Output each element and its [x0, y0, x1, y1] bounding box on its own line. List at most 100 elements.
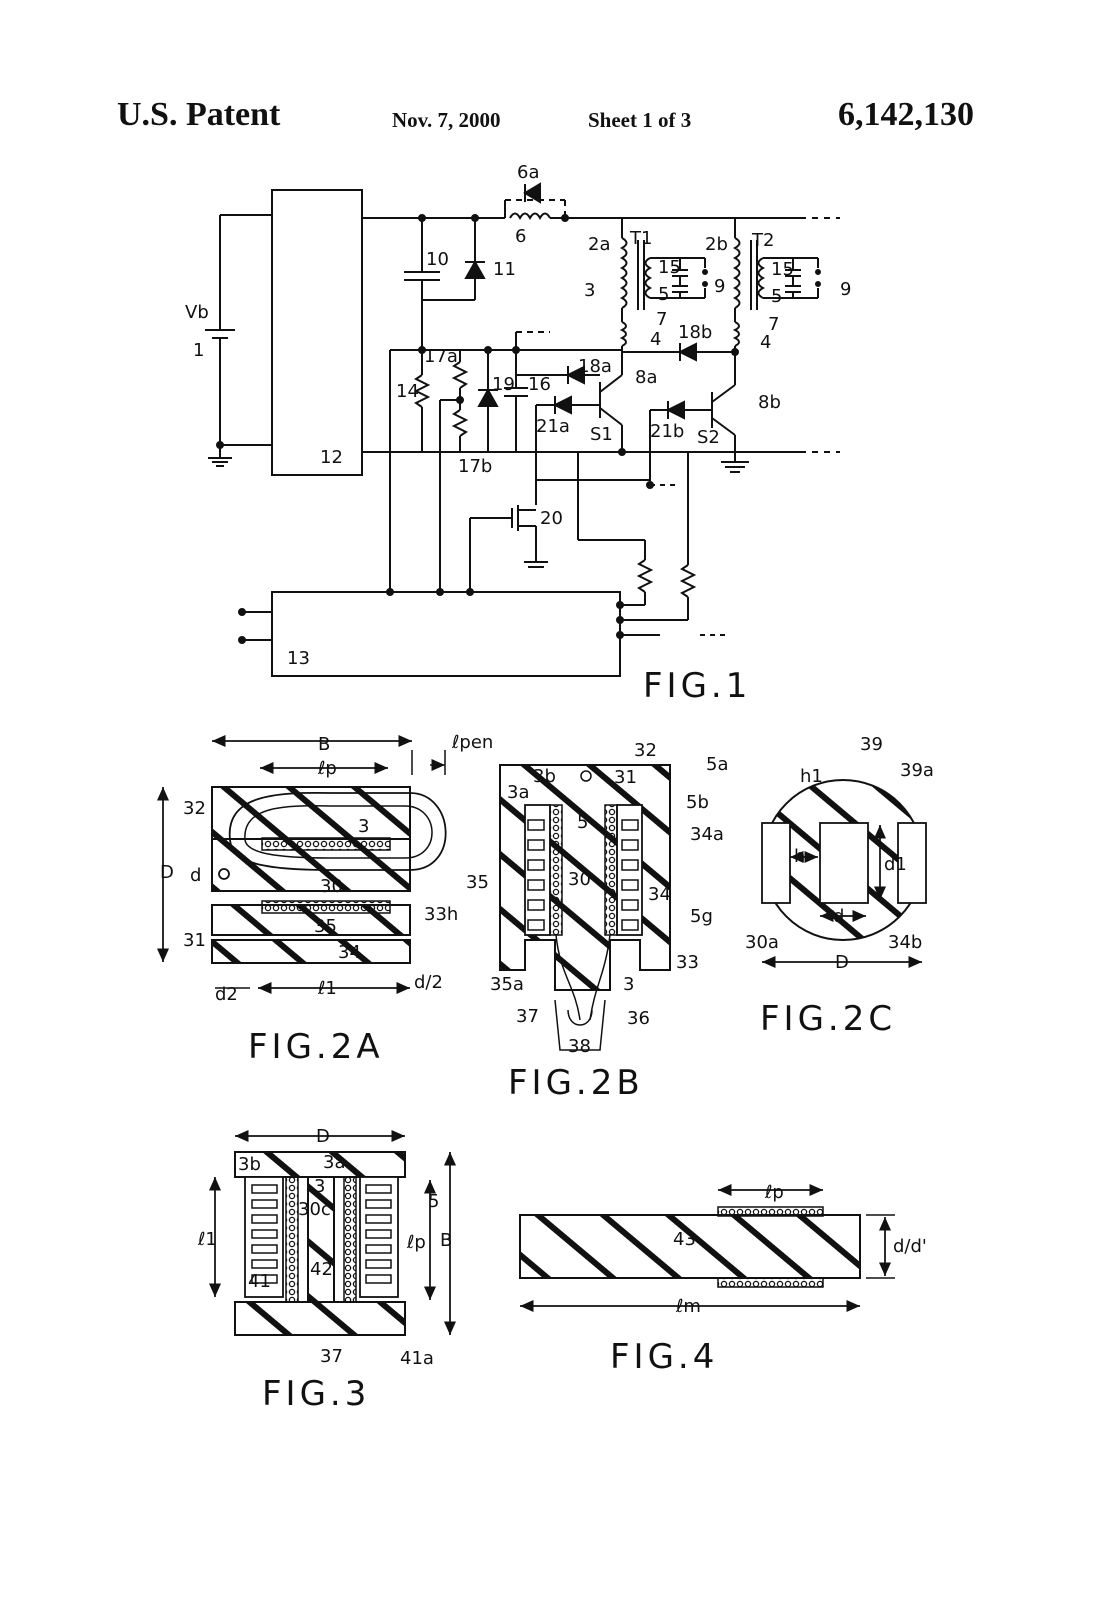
header-patent-label: U.S. Patent	[117, 96, 281, 133]
figure-4-labels: ℓp 43 d/d' ℓm FIG.4	[610, 1182, 927, 1377]
fig3-label-3b: 3b	[238, 1154, 261, 1175]
label-4-t1: 4	[650, 329, 661, 350]
fig3-label-3a: 3a	[323, 1152, 345, 1173]
figure-3-labels: D 3b 3a 3 5 ℓ1 30c ℓp B 42 41 37 41a FIG…	[197, 1126, 452, 1414]
fig2c-label-d-big: D	[835, 952, 849, 973]
label-5-t1: 5	[658, 284, 669, 305]
fig2a-caption: FIG.2A	[248, 1027, 384, 1067]
fig2b-label-5b: 5b	[686, 792, 709, 813]
header-patent-number: 6,142,130	[838, 96, 974, 133]
label-11: 11	[493, 259, 516, 280]
figure-1-labels: Vb 1 12 13 10 11 6 6a 2a T1 2b T2 3 15 1…	[185, 162, 851, 706]
fig3-label-41: 41	[248, 1271, 271, 1292]
fig2b-label-38: 38	[568, 1036, 591, 1057]
header-sheet: Sheet 1 of 3	[588, 108, 692, 132]
fig2c-label-d1: d1	[884, 854, 907, 875]
label-18b: 18b	[678, 322, 712, 343]
fig2a-label-d: d	[190, 865, 201, 886]
figure-2a-labels: B ℓp ℓpen 32 3 D d 30 35 33h 34 31 d2 ℓ1…	[160, 732, 493, 1067]
fig2b-label-3a: 3a	[507, 782, 529, 803]
figure-2a-core	[157, 735, 447, 994]
fig2c-label-39: 39	[860, 734, 883, 755]
fig2c-label-30a: 30a	[745, 932, 779, 953]
fig2b-label-34a: 34a	[690, 824, 724, 845]
label-17a: 17a	[424, 346, 458, 367]
label-vb: Vb	[185, 302, 209, 323]
fig2c-label-39a: 39a	[900, 760, 934, 781]
fig3-label-30c: 30c	[298, 1199, 331, 1220]
label-9-t2: 9	[840, 279, 851, 300]
label-7-t2: 7	[768, 314, 779, 335]
fig2a-label-35: 35	[314, 916, 337, 937]
header-date: Nov. 7, 2000	[392, 108, 501, 132]
label-16: 16	[528, 374, 551, 395]
fig2a-label-d2: d2	[215, 984, 238, 1005]
fig3-label-3: 3	[314, 1176, 325, 1197]
fig2a-label-32: 32	[183, 798, 206, 819]
fig2b-label-33: 33	[676, 952, 699, 973]
fig2a-label-3: 3	[358, 816, 369, 837]
label-10: 10	[426, 249, 449, 270]
label-13: 13	[287, 648, 310, 669]
label-19: 19	[492, 374, 515, 395]
label-1: 1	[193, 340, 204, 361]
fig3-label-lp: ℓp	[406, 1232, 426, 1253]
fig2b-label-5a: 5a	[706, 754, 728, 775]
label-t1: T1	[629, 228, 652, 249]
fig2b-label-31: 31	[614, 767, 637, 788]
figure-4-rod	[519, 1184, 895, 1312]
fig2b-label-37: 37	[516, 1006, 539, 1027]
fig2c-label-h: h	[794, 846, 805, 867]
fig2c-label-34b: 34b	[888, 932, 922, 953]
label-6: 6	[515, 226, 526, 247]
fig4-label-lp: ℓp	[764, 1182, 784, 1203]
fig2b-label-35a: 35a	[490, 974, 524, 995]
fig2b-label-34: 34	[648, 884, 671, 905]
fig2c-label-d: d	[833, 906, 844, 927]
fig2a-label-33h: 33h	[424, 904, 458, 925]
fig3-label-d: D	[316, 1126, 330, 1147]
label-8b: 8b	[758, 392, 781, 413]
figure-2b-labels: 32 3b 3a 31 5a 5b 5 34a 30 35 34 5g 35a …	[466, 740, 728, 1103]
figure-2c-labels: h1 39 39a h d1 d 30a 34b D FIG.2C	[745, 734, 934, 1039]
fig2a-label-d-big: D	[160, 862, 174, 883]
fig2a-label-l1: ℓ1	[317, 978, 337, 999]
fig4-label-lm: ℓm	[675, 1296, 701, 1317]
label-s2: S2	[697, 427, 720, 448]
fig3-label-b: B	[440, 1230, 452, 1251]
fig2b-label-35: 35	[466, 872, 489, 893]
fig4-label-43: 43	[673, 1229, 696, 1250]
fig3-label-5: 5	[428, 1191, 439, 1212]
label-2a: 2a	[588, 234, 610, 255]
fig2a-label-lp: ℓp	[317, 758, 337, 779]
fig2a-label-b: B	[318, 734, 330, 755]
fig4-label-dd: d/d'	[893, 1236, 927, 1257]
fig2c-label-h1: h1	[800, 766, 823, 787]
label-7-t1: 7	[656, 309, 667, 330]
figure-1-circuit	[205, 182, 840, 677]
label-4-t2: 4	[760, 332, 771, 353]
label-5-t2: 5	[771, 286, 782, 307]
fig2b-label-5g: 5g	[690, 906, 713, 927]
label-15-t2: 15	[771, 259, 794, 280]
fig2b-label-32: 32	[634, 740, 657, 761]
fig3-label-37: 37	[320, 1346, 343, 1367]
fig2c-caption: FIG.2C	[760, 999, 896, 1039]
fig3-caption: FIG.3	[262, 1374, 370, 1414]
label-17b: 17b	[458, 456, 492, 477]
fig3-label-42: 42	[310, 1259, 333, 1280]
figure-3-core	[209, 1130, 456, 1336]
label-3: 3	[584, 280, 595, 301]
fig2a-label-dhalf: d/2	[414, 972, 443, 993]
fig4-caption: FIG.4	[610, 1337, 718, 1377]
figure-2b-core	[499, 764, 671, 1051]
label-20: 20	[540, 508, 563, 529]
fig3-label-l1: ℓ1	[197, 1229, 217, 1250]
label-14: 14	[396, 381, 419, 402]
fig2a-label-lpen: ℓpen	[451, 732, 493, 753]
label-2b: 2b	[705, 234, 728, 255]
fig2a-label-34: 34	[338, 942, 361, 963]
fig2b-label-36: 36	[627, 1008, 650, 1029]
